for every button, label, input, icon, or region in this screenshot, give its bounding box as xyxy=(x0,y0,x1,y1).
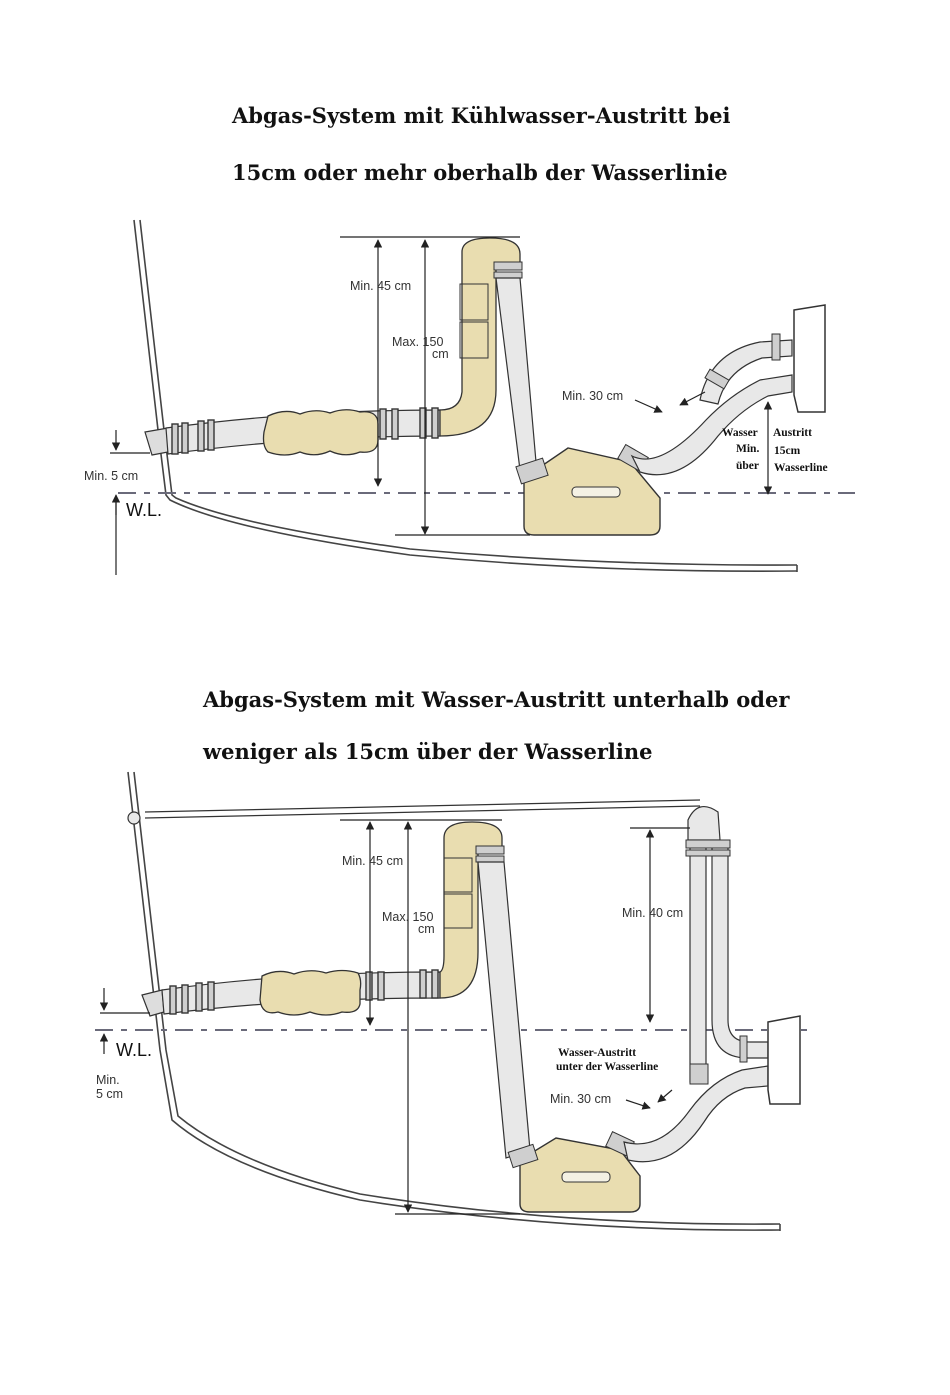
label-wasser-1c: über xyxy=(736,460,759,472)
label-min5-2b: 5 cm xyxy=(96,1087,123,1101)
label-max150-1a: Max. 150 xyxy=(392,335,443,349)
waterlock-2 xyxy=(507,1131,641,1213)
label-wasser-1a: Wasser xyxy=(722,427,758,439)
label-min5-1: Min. 5 cm xyxy=(84,469,138,483)
label-austritt-1c: Wasserline xyxy=(774,462,828,474)
label-max150-1b: cm xyxy=(432,347,449,361)
label-min40-2: Min. 40 cm xyxy=(622,906,683,920)
engine-hose-2 xyxy=(623,1063,769,1163)
vent-line-2 xyxy=(127,799,701,825)
dimensions-2 xyxy=(99,819,690,1215)
dimensions-1 xyxy=(110,236,773,575)
gooseneck-1 xyxy=(439,237,523,437)
engine-hose-1 xyxy=(630,333,793,476)
label-outlet-2a: Wasser-Austritt xyxy=(558,1047,636,1059)
label-min30-1: Min. 30 cm xyxy=(562,389,623,403)
label-wl-1: W.L. xyxy=(126,500,162,520)
diagram1: Min. 45 cm Max. 150 cm Min. 30 cm Min. 5… xyxy=(84,219,855,575)
muffler-1 xyxy=(262,409,379,456)
label-max150-2a: Max. 150 xyxy=(382,910,433,924)
label-max150-2b: cm xyxy=(418,922,435,936)
hose-2 xyxy=(477,861,531,1159)
diagram2: Min. 45 cm Max. 150 cm Min. 40 cm Min. 3… xyxy=(95,771,810,1231)
label-min5-2a: Min. xyxy=(96,1073,120,1087)
hose-1 xyxy=(495,277,537,471)
engine-1 xyxy=(793,304,826,413)
label-min30-2: Min. 30 cm xyxy=(550,1092,611,1106)
engine-2 xyxy=(767,1015,801,1105)
label-wasser-1b: Min. xyxy=(736,443,759,455)
hull-2 xyxy=(127,771,781,1231)
label-outlet-2b: unter der Wasserline xyxy=(556,1061,658,1073)
label-wl-2: W.L. xyxy=(116,1040,152,1060)
muffler-2 xyxy=(259,969,362,1016)
hull-1 xyxy=(133,219,798,572)
siphon-riser-2 xyxy=(685,805,769,1083)
diagram1-title-line1: Abgas-System mit Kühlwasser-Austritt bei xyxy=(232,103,731,128)
label-austritt-1b: 15cm xyxy=(774,445,801,457)
diagram2-title-line1: Abgas-System mit Wasser-Austritt unterha… xyxy=(203,687,790,712)
gooseneck-2 xyxy=(439,821,505,999)
label-min45-1: Min. 45 cm xyxy=(350,279,411,293)
label-austritt-1a: Austritt xyxy=(773,427,812,439)
diagram1-title-line2: 15cm oder mehr oberhalb der Wasserlinie xyxy=(232,160,728,185)
diagram2-title-line2: weniger als 15cm über der Wasserline xyxy=(203,739,653,764)
label-min45-2: Min. 45 cm xyxy=(342,854,403,868)
